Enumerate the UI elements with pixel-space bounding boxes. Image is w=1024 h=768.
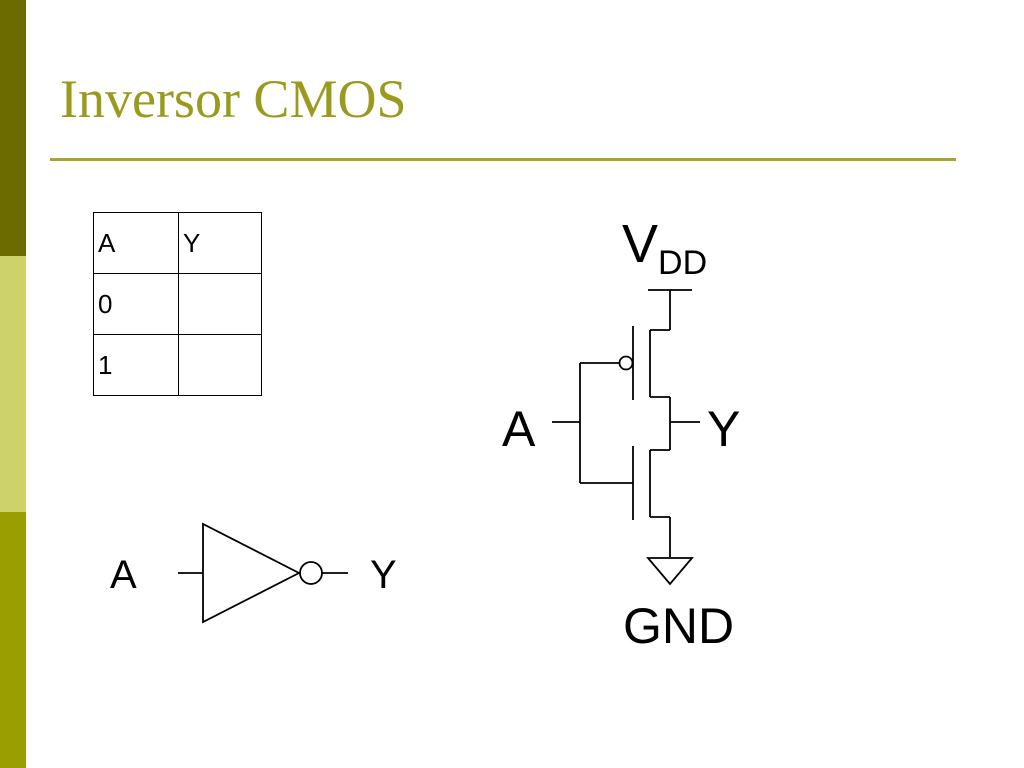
vdd-label: VDD: [622, 214, 707, 282]
header-cell-y: Y: [178, 212, 262, 274]
truth-table-row: 1: [93, 334, 262, 396]
cell-y: [178, 273, 262, 335]
circuit-input-label: A: [502, 401, 536, 457]
cell-y: [178, 334, 262, 396]
truth-table-header-row: A Y: [93, 212, 262, 274]
truth-table-row: 0: [93, 273, 262, 335]
slide-title: Inversor CMOS: [60, 69, 407, 129]
inversion-bubble: [299, 561, 323, 585]
side-bar-top-segment: [0, 0, 26, 256]
circuit-output-label: Y: [707, 401, 740, 457]
inverter-symbol: [178, 522, 348, 624]
cell-a: 1: [93, 334, 179, 396]
side-bar-bottom-segment: [0, 512, 26, 768]
cell-a: 0: [93, 273, 179, 335]
ground-symbol: [646, 557, 694, 586]
nmos-transistor: [580, 446, 670, 520]
title-underline: [50, 158, 956, 161]
cmos-schematic: [552, 289, 700, 586]
side-color-bar: [0, 0, 26, 768]
symbol-input-label: A: [110, 553, 137, 597]
header-cell-a: A: [93, 212, 179, 274]
gnd-label: GND: [623, 598, 734, 654]
side-bar-middle-segment: [0, 256, 26, 512]
truth-table: A Y 0 1: [93, 212, 262, 396]
pmos-transistor: [580, 326, 670, 400]
inverter-triangle: [202, 522, 301, 624]
symbol-output-label: Y: [370, 553, 397, 597]
